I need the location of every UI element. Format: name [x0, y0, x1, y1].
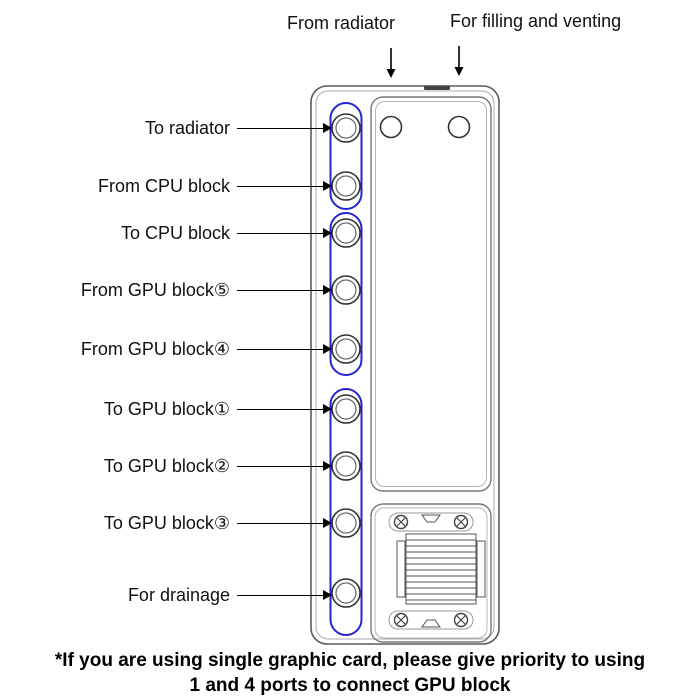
plate-body-inner-outline	[315, 90, 495, 640]
port-label-row: For drainage	[0, 585, 332, 605]
arrow-down-icon	[386, 48, 396, 78]
port-circle	[331, 275, 361, 305]
port-label-row: To CPU block	[0, 223, 332, 243]
port-circle	[331, 218, 361, 248]
leader-line	[237, 232, 323, 234]
pump-mount-bar-bottom	[388, 610, 474, 630]
label-from-radiator: From radiator	[287, 13, 396, 33]
port-label-row: To GPU block③	[0, 513, 332, 533]
port-circle	[331, 508, 361, 538]
port-circle	[331, 394, 361, 424]
arrow-right-icon	[323, 518, 332, 528]
port-label-row: From GPU block④	[0, 339, 332, 359]
port-circle	[331, 334, 361, 364]
brand-mark	[424, 85, 450, 90]
channel-outline-bottom	[329, 388, 363, 636]
leader-line	[237, 408, 323, 410]
side-ports	[331, 113, 361, 608]
pump-notch-top	[421, 514, 441, 523]
fill-port-circle	[447, 115, 471, 139]
arrow-right-icon	[323, 181, 332, 191]
channel-outline-top	[329, 102, 363, 210]
port-label-to-gpu-1: To GPU block①	[103, 398, 230, 419]
arrow-right-icon	[323, 123, 332, 133]
port-label-from-gpu-5: From GPU block⑤	[80, 279, 230, 300]
screw-icon	[453, 514, 469, 530]
arrow-right-icon	[323, 228, 332, 238]
port-circle	[331, 171, 361, 201]
arrow-right-icon	[323, 344, 332, 354]
arrow-down-icon	[454, 46, 464, 76]
screw-icon	[393, 612, 409, 628]
footnote-line-1: *If you are using single graphic card, p…	[54, 650, 646, 671]
leader-line	[237, 465, 323, 467]
leader-line	[237, 348, 323, 350]
footnote-line-2: 1 and 4 ports to connect GPU block	[189, 675, 511, 696]
port-label-from-cpu: From CPU block	[97, 175, 230, 196]
channel-outlines	[329, 102, 363, 636]
arrow-right-icon	[323, 461, 332, 471]
port-label-to-gpu-3: To GPU block③	[103, 512, 230, 533]
leader-line	[237, 127, 323, 129]
screw-icon	[453, 612, 469, 628]
port-label-to-gpu-2: To GPU block②	[103, 455, 230, 476]
port-label-to-radiator: To radiator	[144, 117, 230, 138]
pump-notch-bottom	[421, 619, 441, 628]
leader-line	[237, 522, 323, 524]
pump-fins	[396, 533, 486, 605]
pump-rail-right	[476, 540, 486, 598]
port-circle	[331, 451, 361, 481]
arrow-right-icon	[323, 404, 332, 414]
arrow-right-icon	[323, 590, 332, 600]
port-label-row: From CPU block	[0, 176, 332, 196]
leader-line	[237, 185, 323, 187]
port-circle	[331, 113, 361, 143]
port-label-row: To GPU block②	[0, 456, 332, 476]
leader-line	[237, 289, 323, 291]
pump-section	[370, 503, 492, 643]
port-label-row: To radiator	[0, 118, 332, 138]
label-filling-venting: For filling and venting	[450, 11, 622, 31]
port-label-row: From GPU block⑤	[0, 280, 332, 300]
port-label-row: To GPU block①	[0, 399, 332, 419]
port-circle	[331, 578, 361, 608]
port-label-drainage: For drainage	[127, 584, 230, 605]
pump-mount-bar-top	[388, 512, 474, 532]
leader-line	[237, 594, 323, 596]
reservoir-window	[370, 96, 492, 492]
pump-rail-left	[396, 540, 406, 598]
port-label-from-gpu-4: From GPU block④	[80, 338, 230, 359]
fill-port-circle	[379, 115, 403, 139]
arrow-right-icon	[323, 285, 332, 295]
port-label-to-cpu: To CPU block	[120, 222, 230, 243]
screw-icon	[393, 514, 409, 530]
footnote: *If you are using single graphic card, p…	[0, 648, 700, 698]
